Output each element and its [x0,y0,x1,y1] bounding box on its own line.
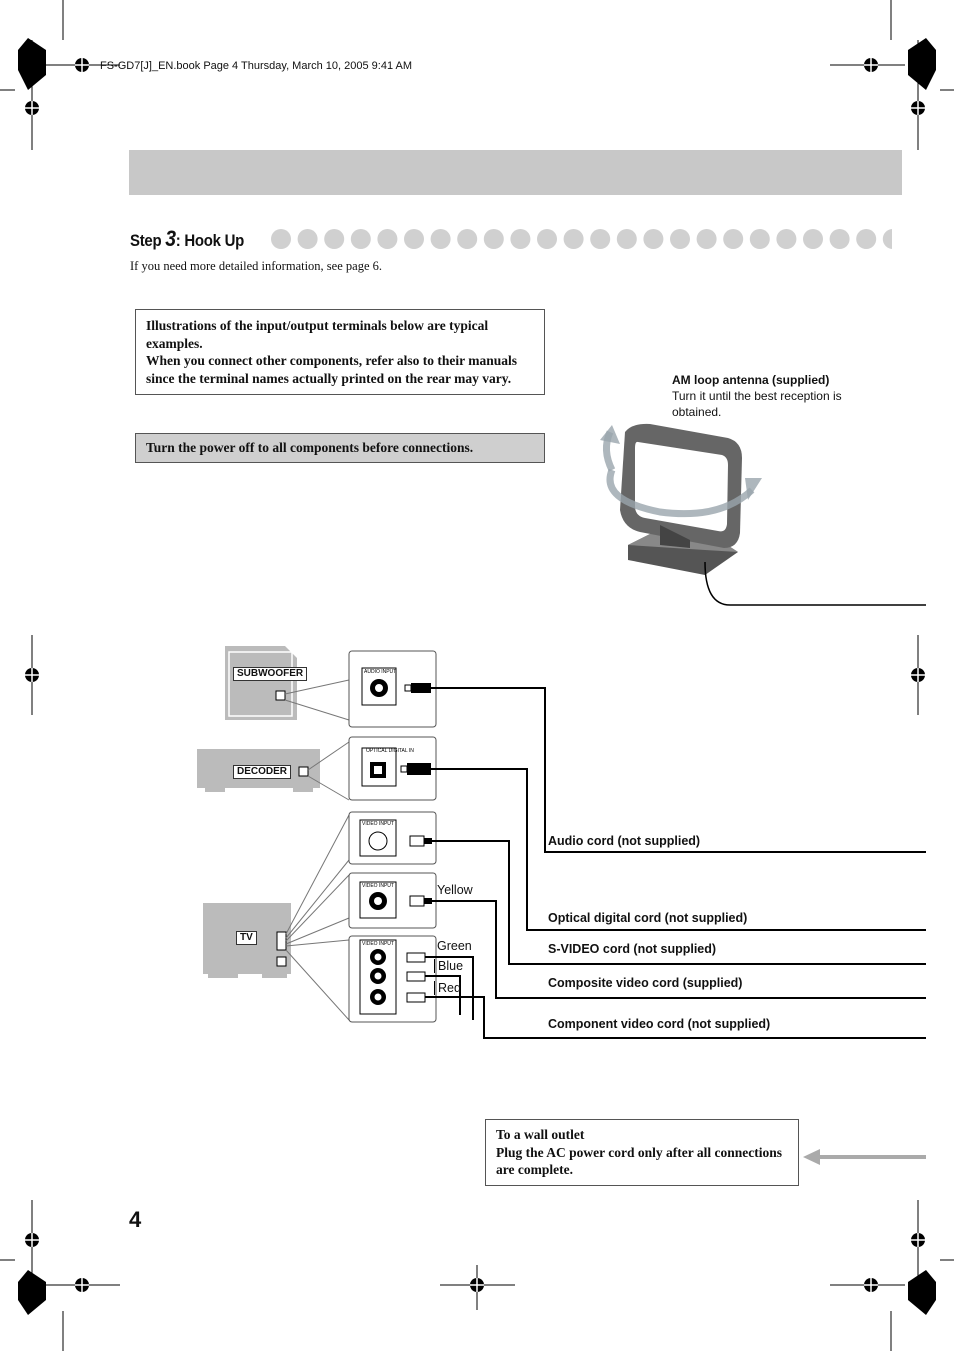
dot-icon [829,229,850,249]
svideo-cord-label: S-VIDEO cord (not supplied) [548,942,717,956]
wall-outlet-text: Plug the AC power cord only after all co… [496,1144,782,1178]
tv-label: TV [236,931,257,945]
dot-icon [377,229,398,249]
dot-icon [563,229,584,249]
page-number: 4 [129,1207,142,1232]
dot-icon [882,229,892,249]
optical-terminal-label: OPTICAL DIGITAL IN [366,748,414,754]
dot-icon [457,229,478,249]
notice-box: Illustrations of the input/output termin… [135,309,545,395]
composite-cord-label: Composite video cord (supplied) [548,976,743,990]
dot-icon [510,229,531,249]
file-info-header: FS-GD7[J]_EN.book Page 4 Thursday, March… [100,60,413,72]
dot-icon [590,229,611,249]
dot-icon [483,229,504,249]
header-band [129,150,902,195]
dot-icon [776,229,797,249]
decoder-icon [197,741,350,801]
step-suffix: : Hook Up [175,231,245,250]
notice-line-1: Illustrations of the input/output termin… [146,318,489,351]
component-terminal-label: VIDEO INPUT [362,941,394,947]
dot-icon [616,229,637,249]
dot-icon [297,229,318,249]
dot-icon [856,229,877,249]
am-loop-antenna-icon [600,423,926,606]
decoder-label: DECODER [233,765,292,779]
dot-icon [404,229,424,249]
green-plug-label: Green [437,939,472,953]
dot-icon [271,229,291,249]
power-warning: Turn the power off to all components bef… [135,433,545,463]
subwoofer-icon [225,646,350,721]
step-prefix: Step [130,231,166,250]
yellow-plug-label: Yellow [437,883,473,897]
tv-icon [203,814,350,1021]
dot-icon [696,229,717,249]
antenna-desc: Turn it until the best reception is obta… [672,389,842,419]
dot-icon [350,229,371,249]
subwoofer-label: SUBWOOFER [233,667,308,681]
composite-terminal-label: VIDEO INPUT [362,883,394,889]
audio-input-terminal-label: AUDIO INPUT [364,669,396,675]
dot-icon [537,229,557,249]
blue-plug-label: Blue [434,959,463,973]
svideo-terminal-label: VIDEO INPUT [362,821,394,827]
optical-cord-label: Optical digital cord (not supplied) [548,911,748,925]
dot-icon [643,229,664,249]
decorative-dots [271,229,892,249]
intro-text: If you need more detailed information, s… [130,259,382,273]
wall-outlet-title: To a wall outlet [496,1127,585,1142]
dot-icon [430,229,451,249]
antenna-title: AM loop antenna (supplied) [672,373,830,387]
audio-cord-label: Audio cord (not supplied) [548,834,701,848]
notice-line-2: When you connect other components, refer… [146,353,517,386]
step-title: Step 3: Hook Up [130,226,244,252]
antenna-label: AM loop antenna (supplied) Turn it until… [672,372,872,420]
wall-outlet-arrow-icon [803,1149,926,1165]
step-number: 3 [165,226,176,251]
wall-outlet-box: To a wall outlet Plug the AC power cord … [485,1119,799,1186]
dot-icon [803,229,823,249]
dot-icon [723,229,744,249]
dot-icon [324,229,345,249]
red-plug-label: Red [434,981,461,995]
component-cord-label: Component video cord (not supplied) [548,1017,771,1031]
dot-icon [670,229,690,249]
dot-icon [749,229,770,249]
